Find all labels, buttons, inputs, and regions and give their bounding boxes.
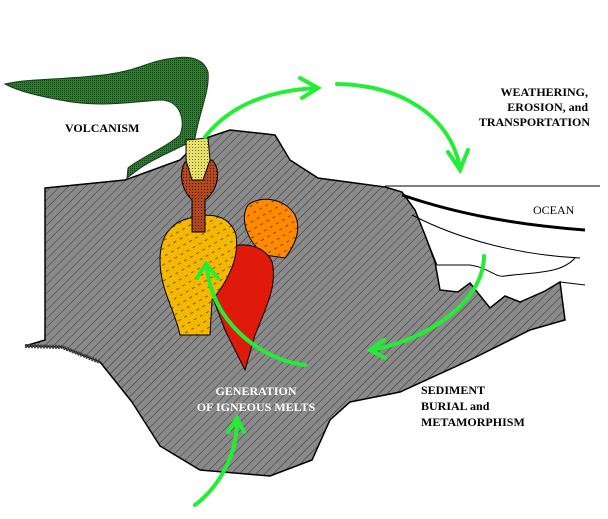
vent-plug bbox=[185, 137, 211, 181]
label-weathering-2: EROSION, and bbox=[507, 100, 588, 114]
label-generation-1: GENERATION bbox=[215, 384, 296, 398]
label-ocean: OCEAN bbox=[533, 203, 575, 217]
cycle-arrows bbox=[193, 76, 486, 507]
arrow-volcanism-to-weathering bbox=[203, 86, 320, 139]
label-burial-3: METAMORPHISM bbox=[421, 415, 525, 429]
label-weathering-3: TRANSPORTATION bbox=[479, 115, 590, 129]
label-burial-2: BURIAL and bbox=[421, 399, 490, 413]
arrow-ocean-to-burial bbox=[368, 254, 486, 352]
label-volcanism: VOLCANISM bbox=[65, 121, 139, 135]
sediment-layer bbox=[401, 193, 586, 232]
conduit bbox=[181, 159, 219, 233]
magma-orange bbox=[243, 198, 299, 259]
label-burial-1: SEDIMENT bbox=[421, 383, 485, 397]
arrow-weathering-to-ocean bbox=[335, 82, 462, 170]
ash-plume bbox=[3, 56, 209, 180]
label-generation-2: OF IGNEOUS MELTS bbox=[197, 400, 316, 414]
label-weathering-1: WEATHERING, bbox=[501, 85, 588, 99]
crust bbox=[24, 129, 566, 477]
arrow-deep-to-melts bbox=[193, 418, 239, 507]
arrow-burial-to-melts bbox=[205, 263, 307, 367]
